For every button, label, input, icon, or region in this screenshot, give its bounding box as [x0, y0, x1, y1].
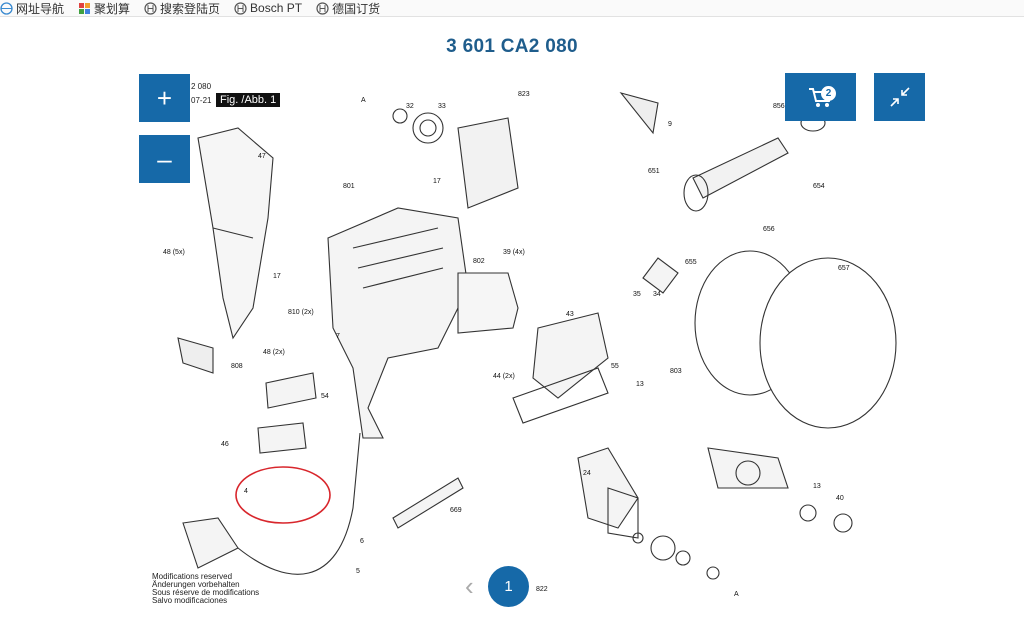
svg-text:801: 801 — [343, 183, 355, 190]
svg-text:A: A — [361, 97, 366, 104]
svg-text:34: 34 — [653, 291, 661, 298]
bosch-logo-icon — [144, 1, 157, 15]
cart-button[interactable]: 2 — [785, 73, 856, 121]
svg-text:46: 46 — [221, 441, 229, 448]
svg-text:33: 33 — [438, 103, 446, 110]
svg-text:4: 4 — [244, 488, 248, 495]
bookmarks-bar: 网址导航 聚划算 搜索登陆页 Bosch PT 德国订货 — [0, 0, 1024, 17]
svg-text:810 (2x): 810 (2x) — [288, 309, 314, 316]
zoom-in-button[interactable]: + — [139, 74, 190, 122]
bookmark-juhuasuan[interactable]: 聚划算 — [78, 0, 131, 16]
svg-text:802: 802 — [473, 258, 485, 265]
svg-text:44 (2x): 44 (2x) — [493, 373, 515, 380]
svg-text:48 (2x): 48 (2x) — [263, 349, 285, 356]
globe-icon — [0, 1, 13, 15]
svg-text:35: 35 — [633, 291, 641, 298]
bosch-logo-icon — [234, 1, 247, 15]
figure-label: Fig. /Abb. 1 — [216, 93, 281, 107]
bookmark-label: 网址导航 — [16, 1, 65, 16]
svg-text:A: A — [734, 591, 739, 598]
modifications-line: Modifications reserved — [152, 572, 233, 581]
modifications-line: Änderungen vorbehalten — [152, 580, 240, 589]
svg-text:43: 43 — [566, 311, 574, 318]
svg-text:7: 7 — [336, 333, 340, 340]
svg-text:822: 822 — [536, 586, 548, 593]
svg-text:669: 669 — [450, 507, 462, 514]
svg-text:39 (4x): 39 (4x) — [503, 249, 525, 256]
modifications-note: Modifications reserved Änderungen vorbeh… — [152, 573, 259, 605]
modifications-line: Sous réserve de modifications — [152, 588, 260, 597]
page-title: 3 601 CA2 080 — [446, 36, 578, 57]
svg-text:47: 47 — [258, 153, 266, 160]
prev-page-button[interactable]: ‹ — [465, 571, 474, 601]
bookmark-nav[interactable]: 网址导航 — [0, 0, 65, 16]
svg-text:5: 5 — [356, 568, 360, 575]
bookmark-label: Bosch PT — [250, 1, 303, 15]
svg-text:17: 17 — [433, 178, 441, 185]
svg-text:13: 13 — [813, 483, 821, 490]
svg-text:13: 13 — [636, 381, 644, 388]
zoom-out-button[interactable]: – — [139, 135, 190, 183]
bookmark-search-landing[interactable]: 搜索登陆页 — [144, 0, 221, 16]
svg-text:40: 40 — [836, 495, 844, 502]
minus-icon: – — [157, 143, 172, 174]
svg-text:655: 655 — [685, 259, 697, 266]
current-page-button[interactable]: 1 — [488, 566, 529, 607]
highlight-circle — [235, 466, 331, 524]
svg-text:17: 17 — [273, 273, 281, 280]
svg-text:654: 654 — [813, 183, 825, 190]
plus-icon: + — [156, 82, 173, 113]
bookmark-label: 搜索登陆页 — [160, 1, 221, 16]
bookmark-germany-order[interactable]: 德国订货 — [316, 0, 381, 16]
svg-text:48 (5x): 48 (5x) — [163, 249, 185, 256]
svg-text:856: 856 — [773, 103, 785, 110]
bosch-logo-icon — [316, 1, 329, 15]
tiles-icon — [79, 2, 91, 14]
svg-text:32: 32 — [406, 103, 414, 110]
bookmark-label: 聚划算 — [94, 1, 131, 16]
collapse-button[interactable] — [874, 73, 925, 121]
svg-text:54: 54 — [321, 393, 329, 400]
bookmark-bosch-pt[interactable]: Bosch PT — [234, 1, 302, 15]
modifications-line: Salvo modificaciones — [152, 596, 228, 605]
svg-text:24: 24 — [583, 470, 591, 477]
svg-text:656: 656 — [763, 226, 775, 233]
svg-text:55: 55 — [611, 363, 619, 370]
svg-text:803: 803 — [670, 368, 682, 375]
meta-date-2: 07-21 — [191, 96, 212, 105]
svg-text:9: 9 — [668, 121, 672, 128]
collapse-icon — [889, 87, 910, 107]
svg-text:6: 6 — [360, 538, 364, 545]
bookmark-label: 德国订货 — [332, 1, 381, 16]
cart-count-badge: 2 — [821, 86, 836, 101]
svg-text:823: 823 — [518, 91, 530, 98]
svg-text:651: 651 — [648, 168, 660, 175]
meta-date-1: 2 080 — [191, 82, 212, 91]
svg-text:808: 808 — [231, 363, 243, 370]
svg-text:657: 657 — [838, 265, 850, 272]
